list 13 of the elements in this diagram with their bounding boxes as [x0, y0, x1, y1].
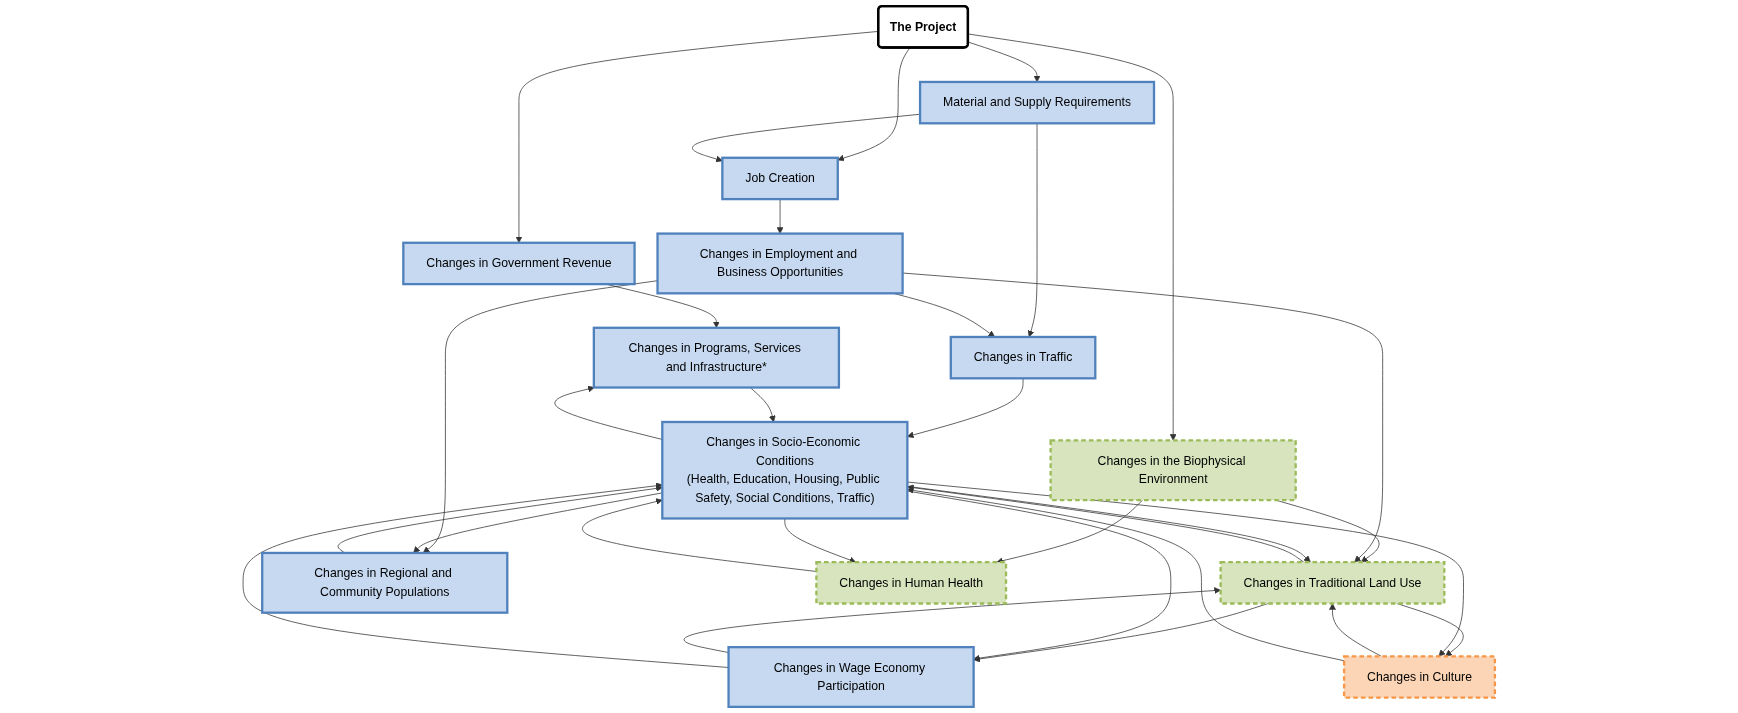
node-box: Changes in Wage Economy Participation — [727, 646, 975, 708]
node-box: Changes in the Biophysical Environment — [1049, 439, 1297, 502]
node-box: Material and Supply Requirements — [918, 80, 1156, 125]
node-box: Changes in Human Health — [815, 561, 1008, 605]
node-box: Changes in Culture — [1342, 655, 1497, 699]
node-box: Changes in Employment and Business Opportunities — [656, 232, 904, 295]
node-box: Job Creation — [721, 156, 839, 201]
node-box: Changes in Regional and Community Populations — [261, 551, 509, 614]
node-box: Changes in Programs, Services and Infrastructure* — [592, 326, 841, 389]
node-box: Changes in Socio-Economic Conditions (Health, Education, Housing, Public Safety, Social Conditions, Traffic) — [661, 420, 909, 520]
node-box: Changes in Government Revenue — [402, 241, 636, 286]
node-box: Changes in Traffic — [949, 335, 1097, 380]
node-box: Changes in Traditional Land Use — [1219, 561, 1446, 605]
